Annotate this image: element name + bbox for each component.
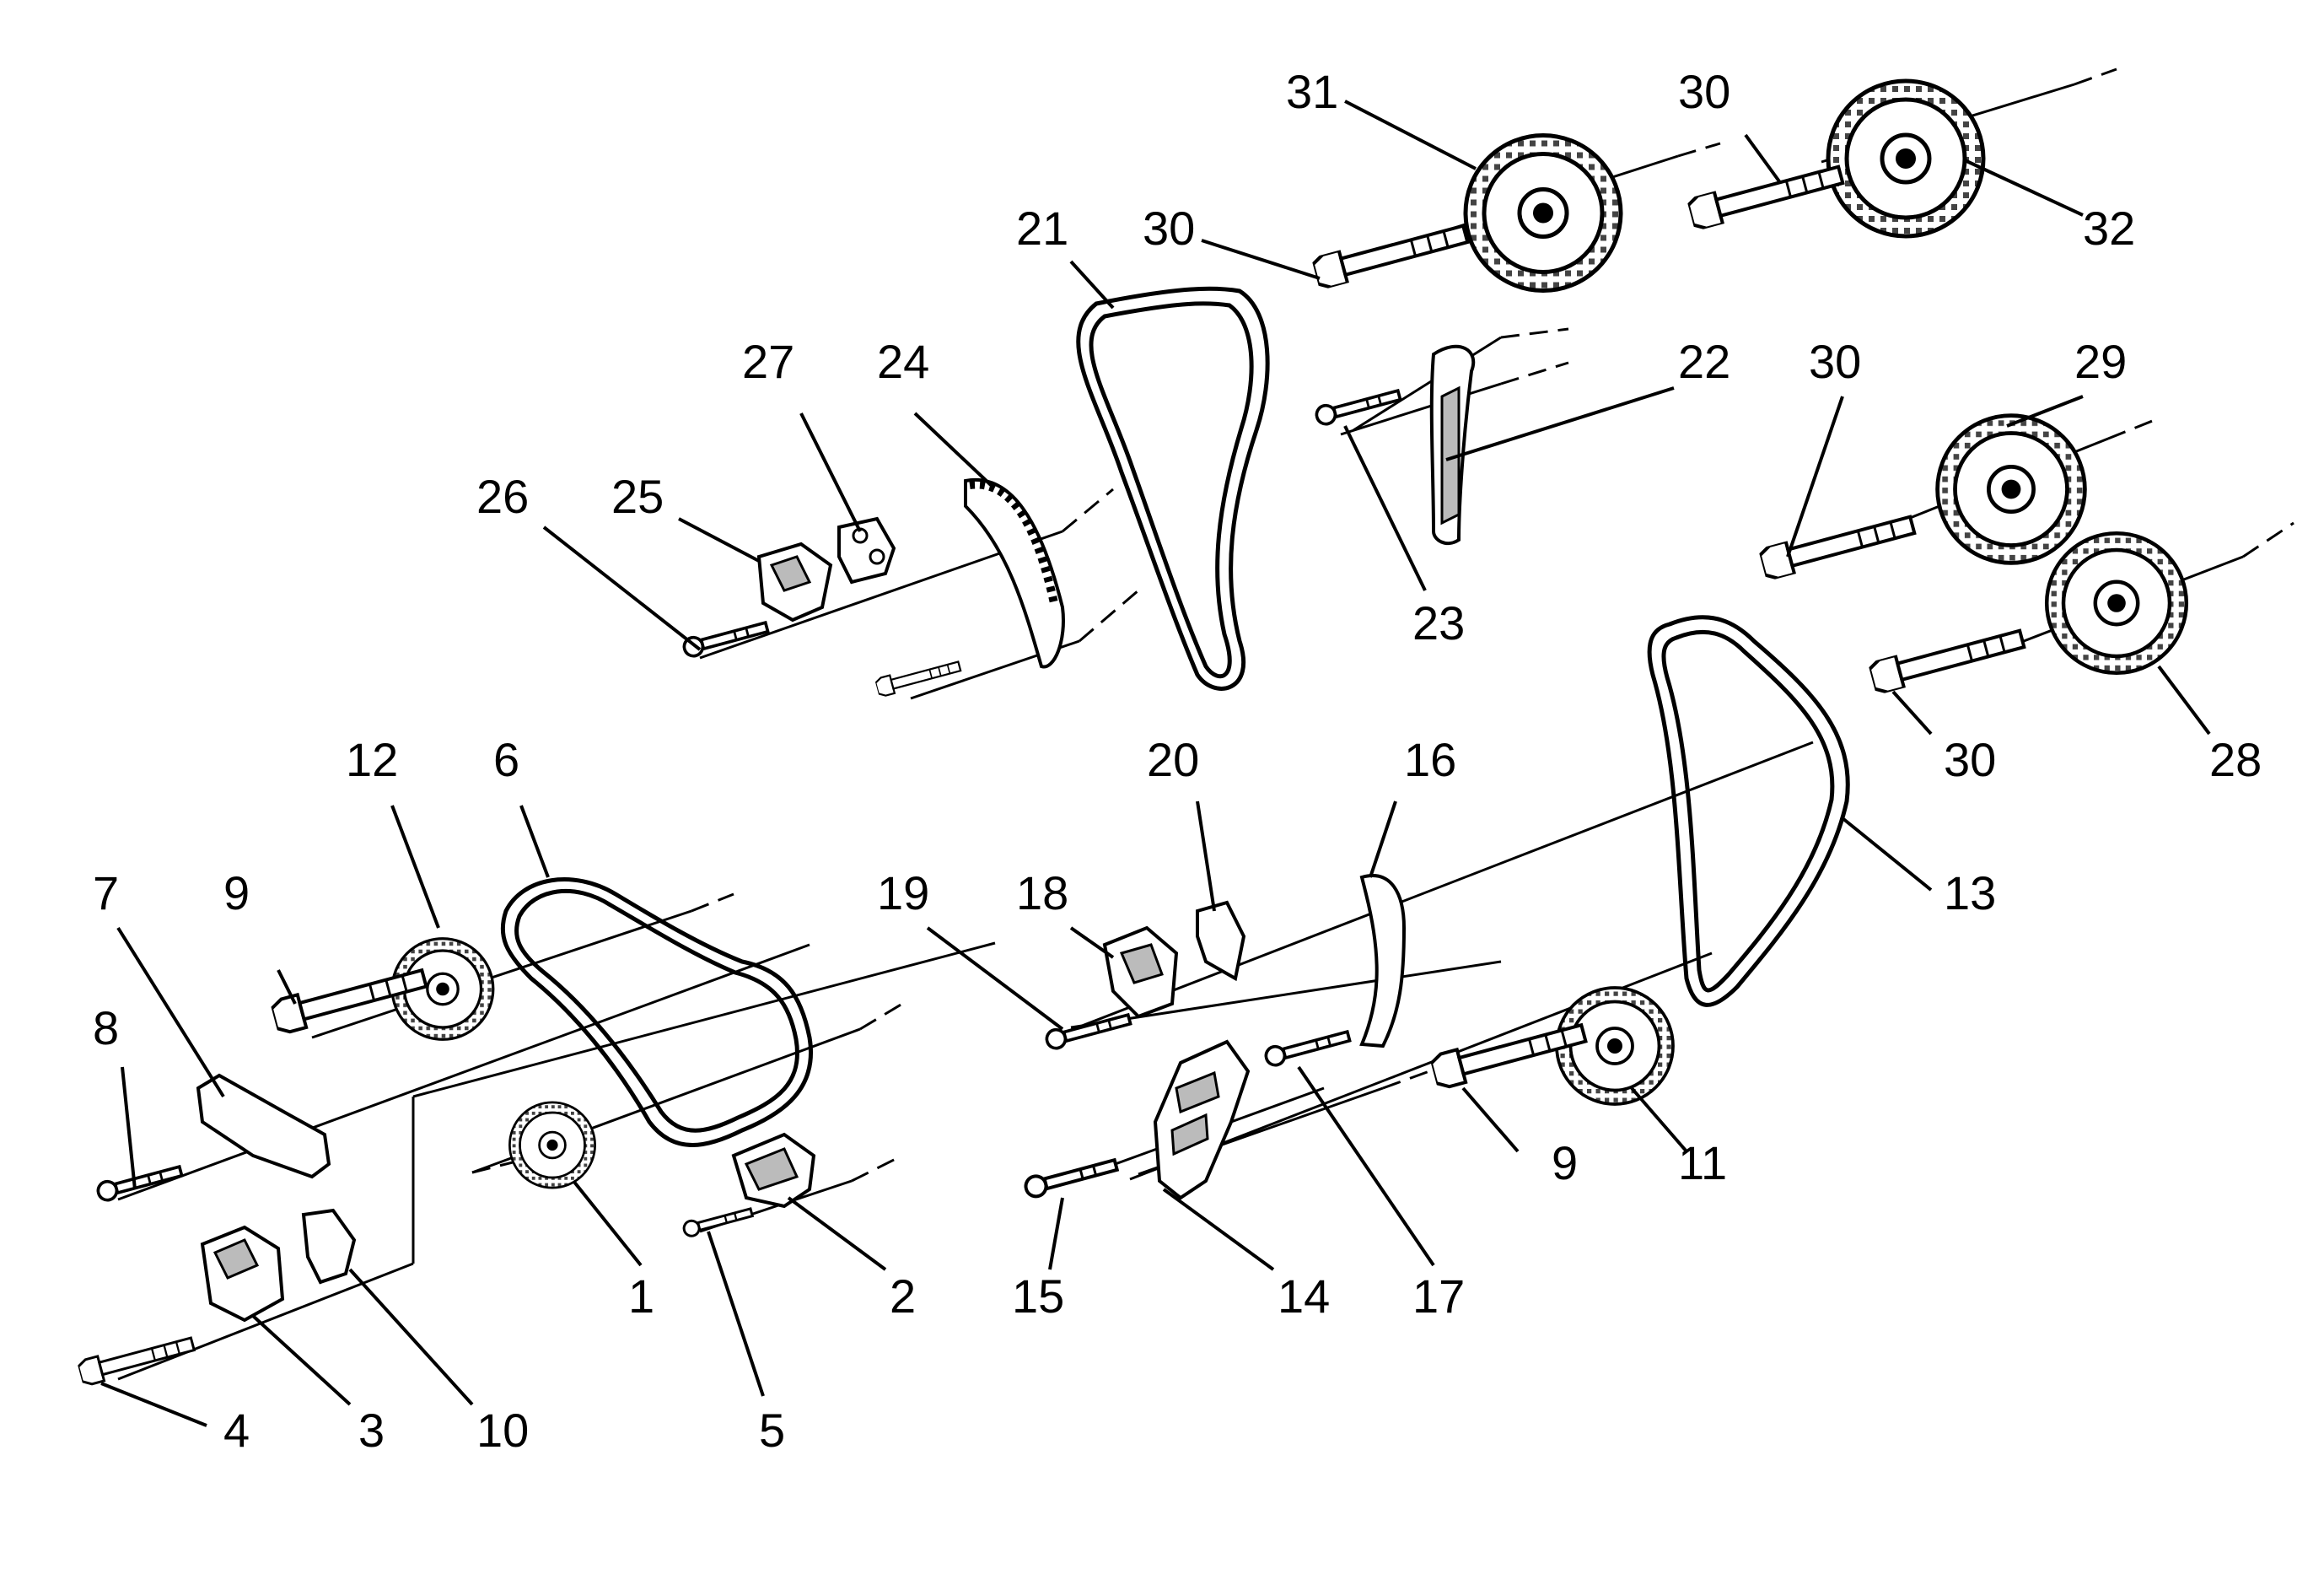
gasket-27 bbox=[837, 516, 896, 585]
bolt-17 bbox=[1262, 1025, 1353, 1070]
callout-13: 13 bbox=[1944, 866, 1996, 919]
callout-3: 3 bbox=[358, 1404, 385, 1457]
gasket-10 bbox=[301, 1208, 357, 1285]
callout-20: 20 bbox=[1147, 733, 1199, 786]
callout-9-b: 9 bbox=[1552, 1136, 1578, 1189]
callout-19: 19 bbox=[877, 866, 929, 919]
bolt-8 bbox=[94, 1160, 186, 1205]
sprocket-31 bbox=[1466, 136, 1621, 291]
timing-chain-21 bbox=[1076, 286, 1270, 691]
bolt-19 bbox=[1042, 1008, 1134, 1053]
sprocket-1 bbox=[509, 1102, 594, 1188]
bolt-24 bbox=[873, 655, 964, 699]
gasket-20 bbox=[1196, 900, 1246, 982]
callout-10: 10 bbox=[476, 1404, 529, 1457]
callout-29: 29 bbox=[2074, 335, 2127, 388]
chain-guide-24 bbox=[964, 477, 1065, 669]
callout-11: 11 bbox=[1678, 1136, 1727, 1189]
callout-30-b: 30 bbox=[1678, 65, 1730, 118]
callout-labels: 31 30 30 32 21 22 23 30 29 30 28 24 27 2… bbox=[93, 65, 2262, 1457]
bolt-30-a bbox=[1310, 216, 1471, 291]
callout-4: 4 bbox=[223, 1404, 250, 1457]
sprocket-29 bbox=[1938, 416, 2085, 563]
callout-24: 24 bbox=[877, 335, 929, 388]
callout-25: 25 bbox=[611, 470, 664, 523]
chain-guide-16 bbox=[1359, 874, 1407, 1048]
chain-guide-22 bbox=[1429, 344, 1476, 546]
callout-23: 23 bbox=[1412, 596, 1465, 650]
callout-28: 28 bbox=[2209, 733, 2262, 786]
bolt-15 bbox=[1021, 1153, 1121, 1201]
tensioner-3 bbox=[200, 1225, 285, 1323]
callout-1: 1 bbox=[628, 1269, 654, 1323]
callout-30-d: 30 bbox=[1944, 733, 1996, 786]
callout-14: 14 bbox=[1278, 1269, 1330, 1323]
sprocket-28 bbox=[2047, 533, 2187, 673]
bolt-30-b bbox=[1686, 157, 1847, 232]
bolt-5 bbox=[681, 1203, 756, 1240]
callout-30-a: 30 bbox=[1143, 202, 1195, 255]
callout-7: 7 bbox=[93, 866, 119, 919]
callout-2: 2 bbox=[890, 1269, 916, 1323]
callout-5: 5 bbox=[759, 1404, 785, 1457]
callout-8: 8 bbox=[93, 1001, 119, 1054]
tensioner-2 bbox=[731, 1132, 816, 1209]
callout-12: 12 bbox=[346, 733, 398, 786]
callout-15: 15 bbox=[1012, 1269, 1064, 1323]
callout-26: 26 bbox=[476, 470, 529, 523]
timing-chain-13 bbox=[1647, 615, 1850, 1007]
callout-32: 32 bbox=[2083, 202, 2135, 255]
callout-22: 22 bbox=[1678, 335, 1730, 388]
tensioner-25 bbox=[756, 542, 833, 623]
callout-21: 21 bbox=[1016, 202, 1068, 255]
chain-guide-7 bbox=[196, 1073, 331, 1179]
bolt-30-d bbox=[1867, 621, 2028, 696]
timing-chain-6 bbox=[500, 877, 813, 1147]
callout-18: 18 bbox=[1016, 866, 1068, 919]
callout-9-a: 9 bbox=[223, 866, 250, 919]
chain-guide-14 bbox=[1153, 1039, 1251, 1200]
callout-6: 6 bbox=[493, 733, 519, 786]
tensioner-18 bbox=[1102, 925, 1179, 1019]
bolt-30-c bbox=[1757, 507, 1918, 582]
callout-30-c: 30 bbox=[1809, 335, 1861, 388]
sprocket-32 bbox=[1828, 81, 1983, 236]
callout-31: 31 bbox=[1286, 65, 1338, 118]
callout-17: 17 bbox=[1412, 1269, 1465, 1323]
leader-lines bbox=[100, 100, 2211, 1427]
callout-16: 16 bbox=[1404, 733, 1456, 786]
callout-27: 27 bbox=[742, 335, 794, 388]
bolt-4 bbox=[76, 1329, 198, 1388]
